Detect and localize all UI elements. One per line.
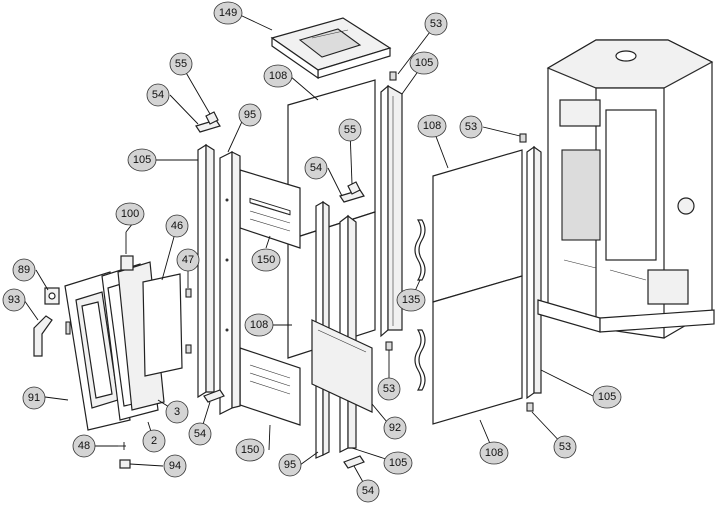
svg-text:54: 54 (152, 89, 164, 101)
svg-text:108: 108 (485, 447, 503, 459)
svg-text:105: 105 (598, 391, 616, 403)
callout-53-right: 53 (459, 115, 483, 139)
svg-text:55: 55 (175, 58, 187, 70)
svg-text:135: 135 (402, 294, 420, 306)
callout-105-right: 105 (592, 385, 622, 409)
bracket-panel (311, 319, 373, 413)
callout-108-upper: 108 (263, 64, 293, 88)
callout-105-left: 105 (127, 148, 157, 172)
svg-text:53: 53 (465, 121, 477, 133)
callout-135: 135 (396, 288, 426, 312)
callout-149: 149 (213, 1, 243, 25)
svg-text:53: 53 (383, 383, 395, 395)
svg-text:92: 92 (389, 422, 401, 434)
callout-92: 92 (383, 416, 407, 440)
svg-text:150: 150 (241, 444, 259, 456)
svg-text:105: 105 (133, 154, 151, 166)
svg-text:95: 95 (244, 109, 256, 121)
callout-3: 3 (165, 400, 189, 424)
svg-text:54: 54 (194, 428, 206, 440)
side-trim-bar-left (197, 143, 215, 399)
side-trim-bar-right-top (380, 84, 403, 338)
svg-text:94: 94 (169, 460, 181, 472)
small-clip-lower (185, 344, 192, 354)
callout-53-top: 53 (424, 12, 448, 36)
svg-text:54: 54 (362, 485, 374, 497)
top-cover-plate (270, 17, 392, 80)
svg-text:47: 47 (182, 254, 194, 266)
callout-105-top: 105 (409, 51, 439, 75)
callout-54-bottom: 54 (356, 479, 380, 503)
callout-95-top: 95 (238, 103, 262, 127)
callout-54-mid: 54 (304, 156, 328, 180)
svg-text:89: 89 (18, 264, 30, 276)
bracket-53-right (519, 133, 527, 143)
callout-55-top: 55 (169, 52, 193, 76)
callout-93: 93 (2, 288, 26, 312)
svg-text:53: 53 (430, 18, 442, 30)
svg-text:150: 150 (257, 254, 275, 266)
stove-assembly (537, 39, 715, 339)
callout-150-lower: 150 (235, 438, 265, 462)
svg-text:54: 54 (310, 162, 322, 174)
svg-text:108: 108 (423, 120, 441, 132)
bracket-53-bottom (526, 402, 534, 412)
callout-95-bottom: 95 (278, 453, 302, 477)
bracket-55-mid (347, 181, 361, 195)
callout-54-top: 54 (146, 83, 170, 107)
svg-text:108: 108 (250, 319, 268, 331)
spring-clip-lower (414, 329, 426, 391)
svg-text:95: 95 (284, 459, 296, 471)
small-bracket (119, 459, 131, 469)
svg-text:105: 105 (389, 457, 407, 469)
rear-panel-upper (432, 149, 523, 303)
callout-108-lower: 108 (244, 313, 274, 337)
svg-text:108: 108 (269, 70, 287, 82)
svg-text:55: 55 (344, 124, 356, 136)
side-trim-bar-right (526, 145, 542, 400)
vertical-profile-left (219, 151, 241, 415)
bracket-54-bottom (343, 455, 365, 469)
callout-53-bottom: 53 (553, 435, 577, 459)
callout-46: 46 (165, 214, 189, 238)
svg-text:93: 93 (8, 294, 20, 306)
svg-text:3: 3 (174, 406, 180, 418)
screw-and-plate (120, 232, 134, 271)
callout-54-low: 54 (188, 422, 212, 446)
callout-105-bottom: 105 (383, 451, 413, 475)
callout-53-middle: 53 (377, 377, 401, 401)
glass-plate (142, 273, 183, 377)
callout-108-bottom: 108 (479, 441, 509, 465)
spring-clip-upper (414, 219, 426, 281)
svg-text:149: 149 (219, 7, 237, 19)
callout-48: 48 (72, 434, 96, 458)
hinge-block (44, 287, 60, 305)
svg-text:53: 53 (559, 441, 571, 453)
bracket-54-top (195, 119, 221, 133)
callout-108-right: 108 (417, 114, 447, 138)
svg-text:46: 46 (171, 220, 183, 232)
callout-94: 94 (163, 454, 187, 478)
bracket-53-middle (385, 341, 393, 351)
small-screw (118, 442, 126, 450)
svg-text:91: 91 (28, 392, 40, 404)
small-clip-upper (185, 288, 192, 298)
callout-55-mid: 55 (338, 118, 362, 142)
bracket-53-top (389, 71, 397, 81)
svg-text:105: 105 (415, 57, 433, 69)
callout-100: 100 (115, 202, 145, 226)
callout-89: 89 (12, 258, 36, 282)
svg-text:48: 48 (78, 440, 90, 452)
callout-91: 91 (22, 386, 46, 410)
callout-2: 2 (142, 429, 166, 453)
svg-text:100: 100 (121, 208, 139, 220)
door-handle (33, 315, 53, 357)
rear-panel-lower (432, 275, 523, 425)
bracket-54-low (203, 389, 225, 403)
svg-text:2: 2 (151, 435, 157, 447)
callout-150-upper: 150 (251, 248, 281, 272)
bracket-55-top (205, 111, 219, 125)
callout-47: 47 (176, 248, 200, 272)
